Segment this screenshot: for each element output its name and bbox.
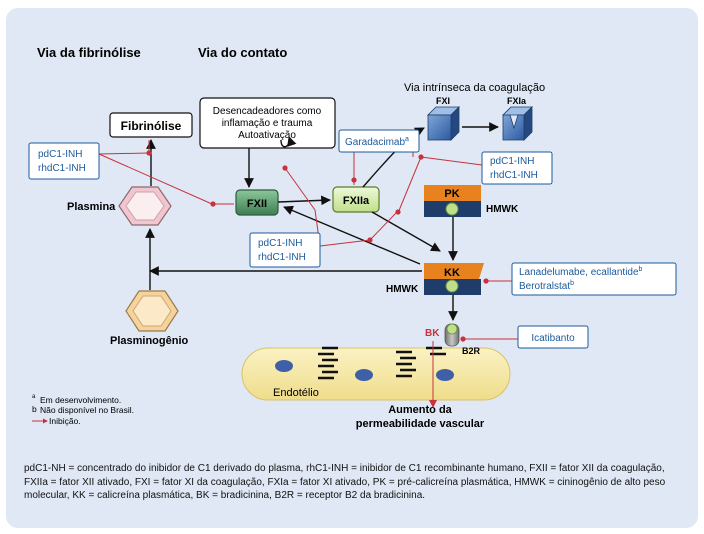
legend-text-b: Não disponível no Brasil. <box>40 405 134 415</box>
fxii-label: FXII <box>247 198 267 210</box>
cell-nucleus <box>355 369 373 381</box>
outcome-line-2: permeabilidade vascular <box>356 418 485 430</box>
contact-pathway-title: Via do contato <box>198 45 287 60</box>
activation-arrows <box>145 122 499 321</box>
endothelium-layer <box>241 347 511 401</box>
icatibanto-label: Icatibanto <box>531 333 575 344</box>
hmwk-binding-dot-top <box>445 202 459 216</box>
c1-center-line-1: pdC1-INH <box>258 238 302 249</box>
fibrinolysis-title: Via da fibrinólise <box>37 45 141 60</box>
b2r-label: B2R <box>462 346 481 356</box>
legend-inhibition-arrow-icon <box>43 418 48 424</box>
pk-label: PK <box>444 188 459 200</box>
legend-text-a: Em desenvolvimento. <box>40 395 121 405</box>
fxiia-box <box>332 186 380 213</box>
legend-text-inhibition: Inibição. <box>49 416 81 426</box>
outcome-line-1: Aumento da <box>388 404 452 416</box>
fxiia-label: FXIIa <box>343 195 370 207</box>
pk-block <box>424 185 481 201</box>
fxia-cube-icon <box>502 106 533 141</box>
garadacimab-box <box>338 129 420 153</box>
cell-junctions <box>318 346 446 380</box>
hmwk-label-top: HMWK <box>486 204 519 215</box>
c1-left-line-1: pdC1-INH <box>38 149 82 160</box>
c1-center-line-2: rhdC1-INH <box>258 252 306 263</box>
triggers-box <box>199 97 336 149</box>
garadacimab-label: Garadacimaba <box>345 136 409 148</box>
kk-label: KK <box>444 267 460 279</box>
fxia-label: FXIa <box>507 96 527 106</box>
fxi-label: FXI <box>436 96 450 106</box>
triggers-line-1: Desencadeadores como <box>213 106 322 117</box>
plasminogen-hexagon-icon <box>125 290 179 332</box>
berotralstat-label: Berotralstatb <box>519 280 574 292</box>
kallikrein-inhibitors-box <box>511 262 677 296</box>
c1-inhibitor-box-right <box>481 151 553 185</box>
abbreviations-footnote: pdC1-NH = concentrado do inibidor de C1 … <box>24 463 666 501</box>
endothelium-label: Endotélio <box>273 387 319 399</box>
hmwk-label-bottom: HMWK <box>386 284 419 295</box>
intrinsic-pathway-title: Via intrínseca da coagulação <box>404 82 545 94</box>
hmwk-binding-dot-bottom <box>445 279 459 293</box>
cell-nucleus <box>436 369 454 381</box>
icatibanto-box <box>517 325 589 349</box>
bk-ligand-dot <box>446 323 458 335</box>
fibrinolysis-label: Fibrinólise <box>121 119 182 133</box>
inhibition-endpoints <box>146 150 489 408</box>
triggers-line-2: inflamação e trauma <box>222 118 313 129</box>
c1-right-line-2: rhdC1-INH <box>490 170 538 181</box>
plasminogen-label: Plasminogênio <box>110 335 189 347</box>
plasmin-label: Plasmina <box>67 201 116 213</box>
fibrinolysis-box <box>109 112 193 138</box>
lanadelumab-label: Lanadelumabe, ecallantideb <box>519 266 643 278</box>
fxii-box <box>235 189 279 216</box>
c1-left-line-2: rhdC1-INH <box>38 163 86 174</box>
legend-mark-b: b <box>32 404 37 414</box>
c1-right-line-1: pdC1-INH <box>490 156 534 167</box>
legend-mark-a: a <box>32 394 36 400</box>
triggers-line-3: Autoativação <box>238 130 296 141</box>
fxi-cube-icon <box>427 106 460 141</box>
c1-inhibitor-box-left <box>28 142 100 180</box>
c1-inhibitor-box-center <box>249 232 321 268</box>
plasmin-hexagon-icon <box>118 186 172 226</box>
bk-label: BK <box>425 328 440 339</box>
kk-block <box>424 263 484 279</box>
cell-nucleus <box>275 360 293 372</box>
